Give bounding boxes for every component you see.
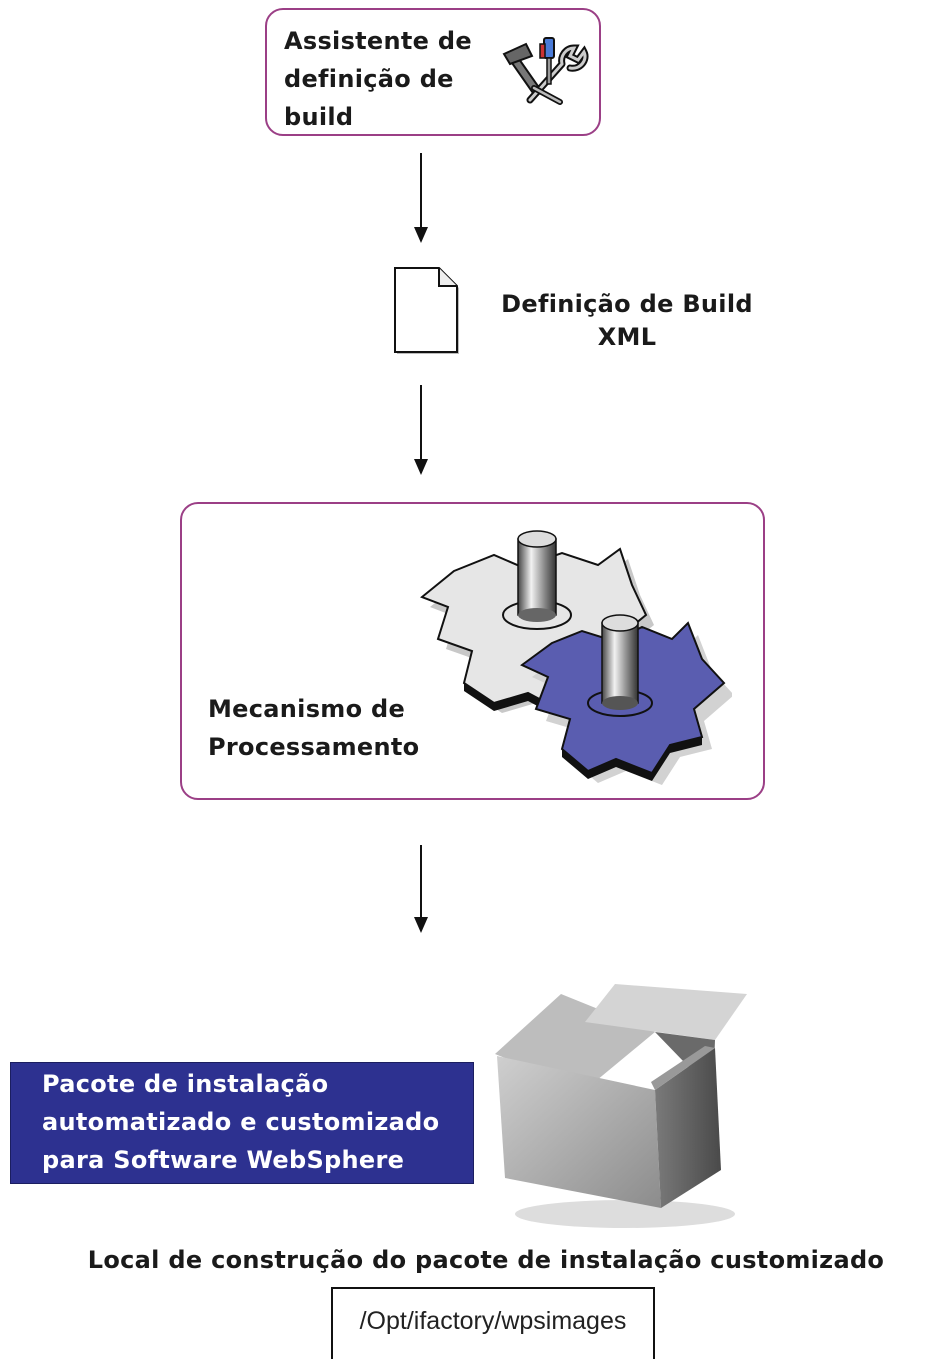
flow-arrow-3	[414, 845, 428, 933]
build-definition-label: Definição de Build XML	[487, 288, 767, 354]
engine-label-line-2: Processamento	[208, 733, 420, 761]
wizard-node	[265, 8, 601, 136]
wizard-label: Assistente de definição de build	[284, 22, 504, 136]
wizard-label-line-3: build	[284, 103, 354, 131]
gears-icon	[420, 530, 732, 785]
location-title: Local de construção do pacote de instala…	[87, 1246, 885, 1274]
engine-label-line-1: Mecanismo de	[208, 695, 406, 723]
package-label-line-1: Pacote de instalação	[42, 1070, 329, 1098]
engine-label: Mecanismo de Processamento	[208, 690, 468, 766]
path-text: /Opt/ifactory/wpsimages	[359, 1307, 627, 1335]
tools-icon	[502, 37, 589, 105]
package-panel	[10, 1062, 474, 1184]
package-label-line-3: para Software WebSphere	[42, 1146, 405, 1174]
path-box	[331, 1287, 655, 1359]
wizard-label-line-1: Assistente de	[284, 27, 472, 55]
flow-arrow-1	[414, 153, 428, 243]
package-label: Pacote de instalação automatizado e cust…	[42, 1065, 474, 1179]
build-definition-line-1: Definição de Build	[501, 290, 753, 318]
package-label-line-2: automatizado e customizado	[42, 1108, 440, 1136]
box-icon	[495, 984, 747, 1228]
build-definition-line-2: XML	[597, 323, 657, 351]
flow-arrow-2	[414, 385, 428, 475]
wizard-label-line-2: definição de	[284, 65, 454, 93]
document-icon	[394, 267, 459, 354]
